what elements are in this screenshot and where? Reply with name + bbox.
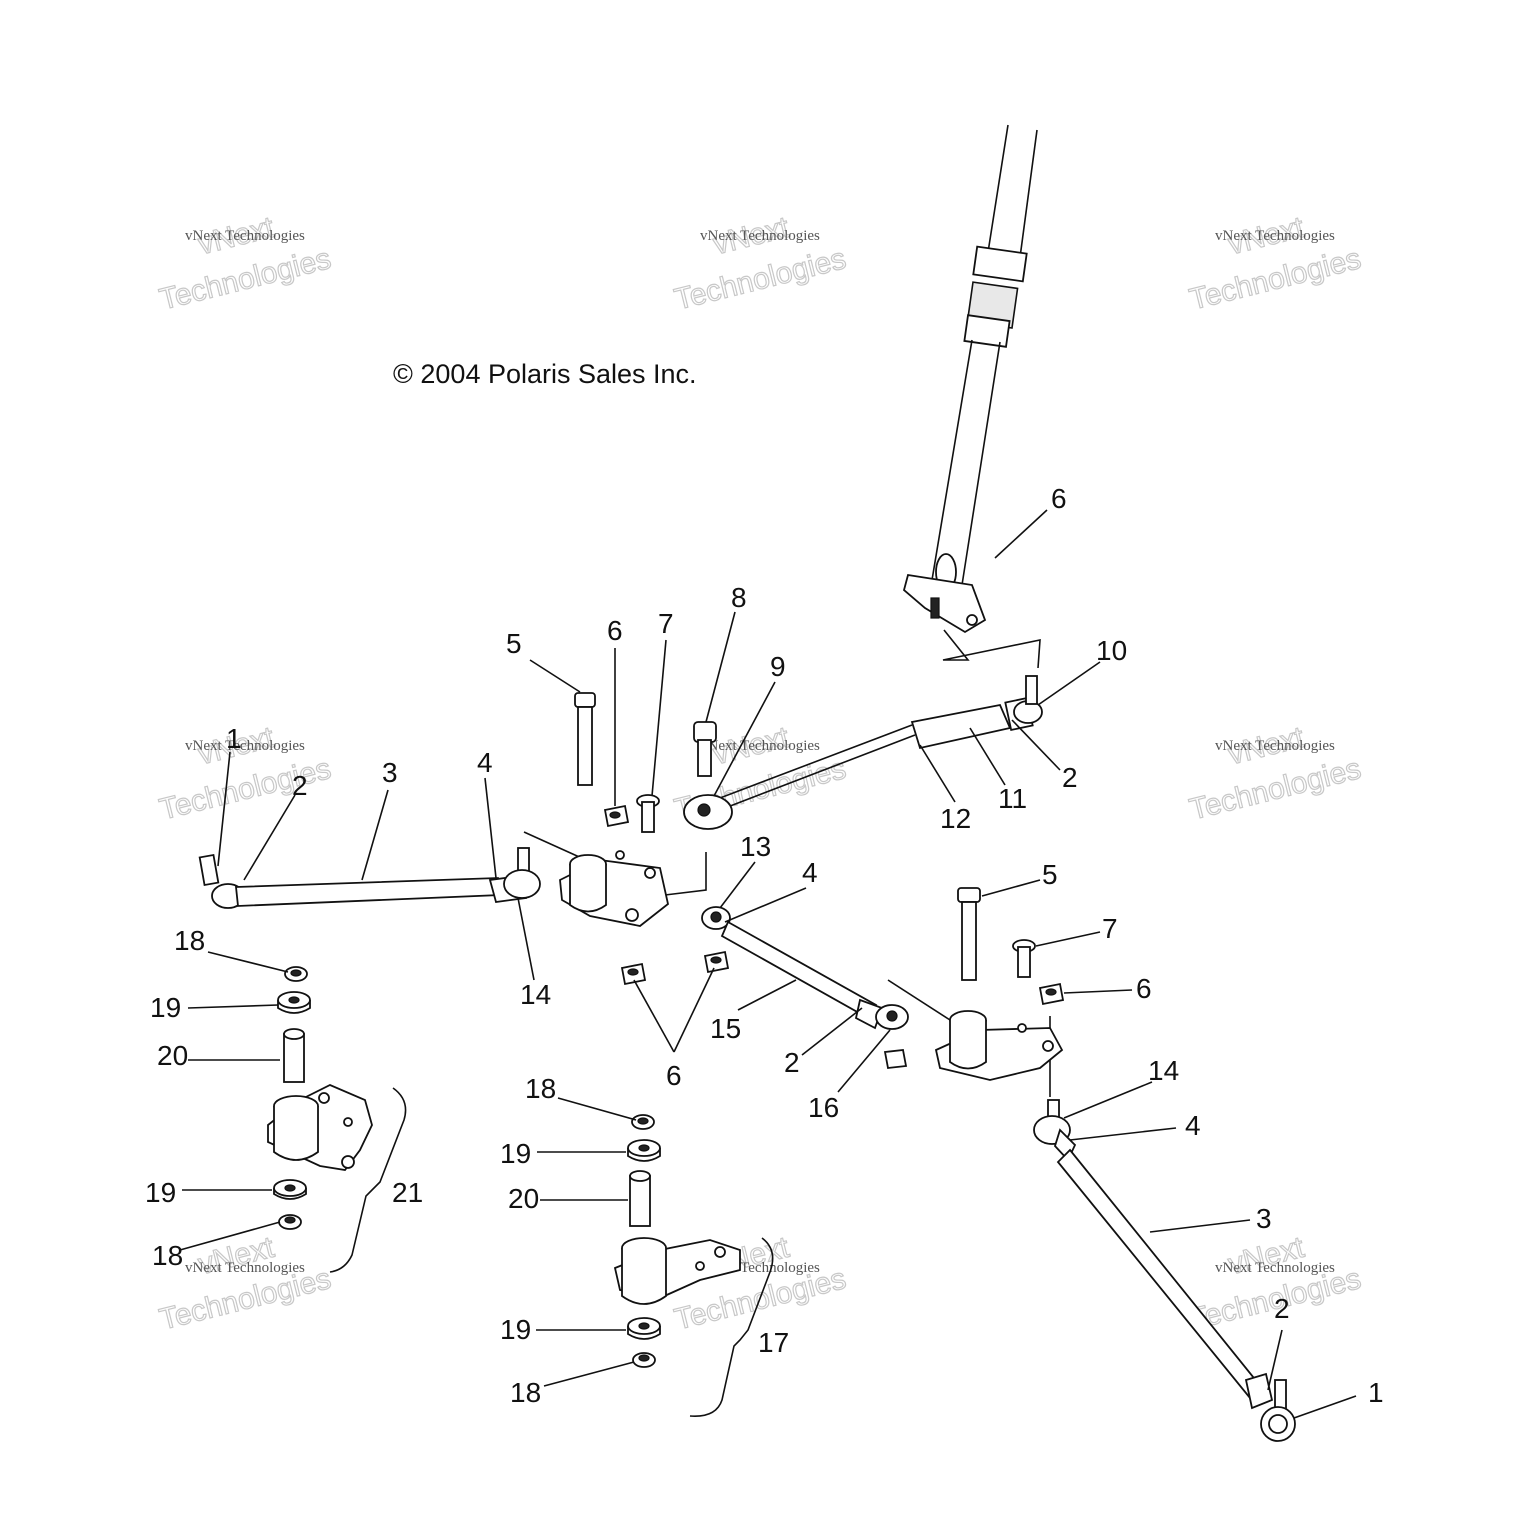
- callout-2: 2: [1274, 1293, 1290, 1324]
- bushing-20-left: [283, 1028, 305, 1083]
- right-pivot-arm: [887, 887, 1065, 1097]
- callout-numbers: 6 10 2 11 12 8 9 7 6 5 1 2 3 4 13 4 14 1…: [145, 483, 1384, 1408]
- callout-20: 20: [508, 1183, 539, 1214]
- leader-lines: [179, 509, 1357, 1419]
- callout-9: 9: [770, 651, 786, 682]
- svg-text:vNext Technologies: vNext Technologies: [700, 228, 820, 244]
- callout-8: 8: [731, 582, 747, 613]
- callout-20: 20: [157, 1040, 188, 1071]
- callout-13: 13: [740, 831, 771, 862]
- callout-19: 19: [500, 1314, 531, 1345]
- nut-18-top-center: [631, 1114, 655, 1130]
- callout-14: 14: [520, 979, 551, 1010]
- callout-6: 6: [666, 1060, 682, 1091]
- svg-text:Technologies: Technologies: [1186, 242, 1364, 316]
- callout-18: 18: [510, 1377, 541, 1408]
- callout-19: 19: [150, 992, 181, 1023]
- washer-19-bottom-center: [627, 1317, 661, 1340]
- svg-text:vNext Technologies: vNext Technologies: [185, 738, 305, 754]
- drag-link: [683, 675, 1043, 830]
- callout-5: 5: [1042, 859, 1058, 890]
- svg-text:vNext Technologies: vNext Technologies: [1215, 738, 1335, 754]
- svg-text:vNext Technologies: vNext Technologies: [185, 1260, 305, 1276]
- callout-18: 18: [174, 925, 205, 956]
- middle-tie-rod: [701, 906, 909, 1069]
- bolt-5-right: [957, 887, 981, 981]
- callout-15: 15: [710, 1013, 741, 1044]
- svg-text:Technologies: Technologies: [1186, 752, 1364, 826]
- callout-10: 10: [1096, 635, 1127, 666]
- callout-6: 6: [1136, 973, 1152, 1004]
- callout-7: 7: [1102, 913, 1118, 944]
- watermark-top-left: vNext vNext Technologies Technologies: [156, 210, 335, 317]
- callout-19: 19: [500, 1138, 531, 1169]
- svg-text:vNext Technologies: vNext Technologies: [700, 738, 820, 754]
- callout-17: 17: [758, 1327, 789, 1358]
- steering-shaft: [902, 124, 1041, 669]
- callout-2: 2: [292, 770, 308, 801]
- callout-19: 19: [145, 1177, 176, 1208]
- center-pivot-arm: [523, 831, 707, 927]
- left-tie-rod: [198, 847, 541, 909]
- nut-6-right: [1038, 982, 1065, 1006]
- right-lower-tie-rod: [1033, 1099, 1296, 1442]
- center-spindle-assembly: [613, 1114, 774, 1417]
- callout-6: 6: [607, 615, 623, 646]
- watermark-middle-left: vNext vNext Technologies Technologies: [156, 720, 335, 827]
- nut-6-lower-left: [620, 962, 647, 986]
- bushing-20-center: [629, 1170, 651, 1227]
- callout-21: 21: [392, 1177, 423, 1208]
- svg-text:vNext Technologies: vNext Technologies: [1215, 228, 1335, 244]
- svg-text:Technologies: Technologies: [156, 752, 334, 826]
- callout-3: 3: [1256, 1203, 1272, 1234]
- svg-text:Technologies: Technologies: [671, 242, 849, 316]
- callout-7: 7: [658, 608, 674, 639]
- copyright-notice: © 2004 Polaris Sales Inc.: [393, 359, 697, 389]
- callout-4: 4: [802, 857, 818, 888]
- watermark-middle-right: vNext vNext Technologies Technologies: [1186, 720, 1365, 827]
- washer-19-top-left: [277, 991, 311, 1014]
- callout-2: 2: [784, 1047, 800, 1078]
- callout-2: 2: [1062, 762, 1078, 793]
- washer-19-top-center: [627, 1139, 661, 1162]
- callout-1: 1: [226, 723, 242, 754]
- callout-4: 4: [1185, 1110, 1201, 1141]
- left-spindle-assembly: [267, 966, 407, 1273]
- callout-1: 1: [1368, 1377, 1384, 1408]
- callout-18: 18: [525, 1073, 556, 1104]
- bolt-7-right: [1012, 939, 1036, 978]
- callout-14: 14: [1148, 1055, 1179, 1086]
- callout-6: 6: [1051, 483, 1067, 514]
- svg-text:vNext Technologies: vNext Technologies: [185, 228, 305, 244]
- callout-12: 12: [940, 803, 971, 834]
- callout-5: 5: [506, 628, 522, 659]
- nut-18-bottom-left: [278, 1214, 302, 1230]
- bolt-5-left: [574, 692, 596, 786]
- watermark-top-right: vNext vNext Technologies Technologies: [1186, 210, 1365, 317]
- nut-18-bottom-center: [632, 1352, 656, 1368]
- callout-11: 11: [998, 783, 1027, 814]
- bolt-7-left: [636, 794, 660, 833]
- svg-text:Technologies: Technologies: [156, 242, 334, 316]
- watermark-top-center: vNext vNext Technologies Technologies: [671, 210, 850, 317]
- callout-3: 3: [382, 757, 398, 788]
- bolt-8: [693, 721, 717, 777]
- callout-4: 4: [477, 747, 493, 778]
- nut-6-lower-right: [703, 950, 730, 974]
- nut-18-top-left: [284, 966, 308, 982]
- svg-text:vNext Technologies: vNext Technologies: [1215, 1260, 1335, 1276]
- callout-16: 16: [808, 1092, 839, 1123]
- callout-18: 18: [152, 1240, 183, 1271]
- washer-19-bottom-left: [273, 1179, 307, 1200]
- nut-6-upper: [603, 804, 630, 828]
